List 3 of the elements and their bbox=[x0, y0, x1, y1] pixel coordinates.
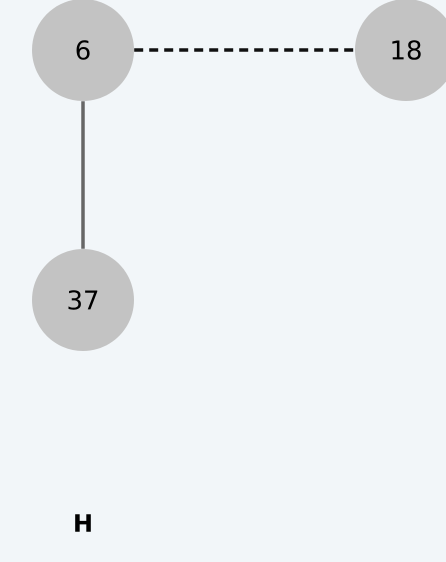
panel-letter: H bbox=[75, 514, 91, 532]
connector-line bbox=[81, 101, 85, 249]
connector-line bbox=[134, 48, 355, 52]
